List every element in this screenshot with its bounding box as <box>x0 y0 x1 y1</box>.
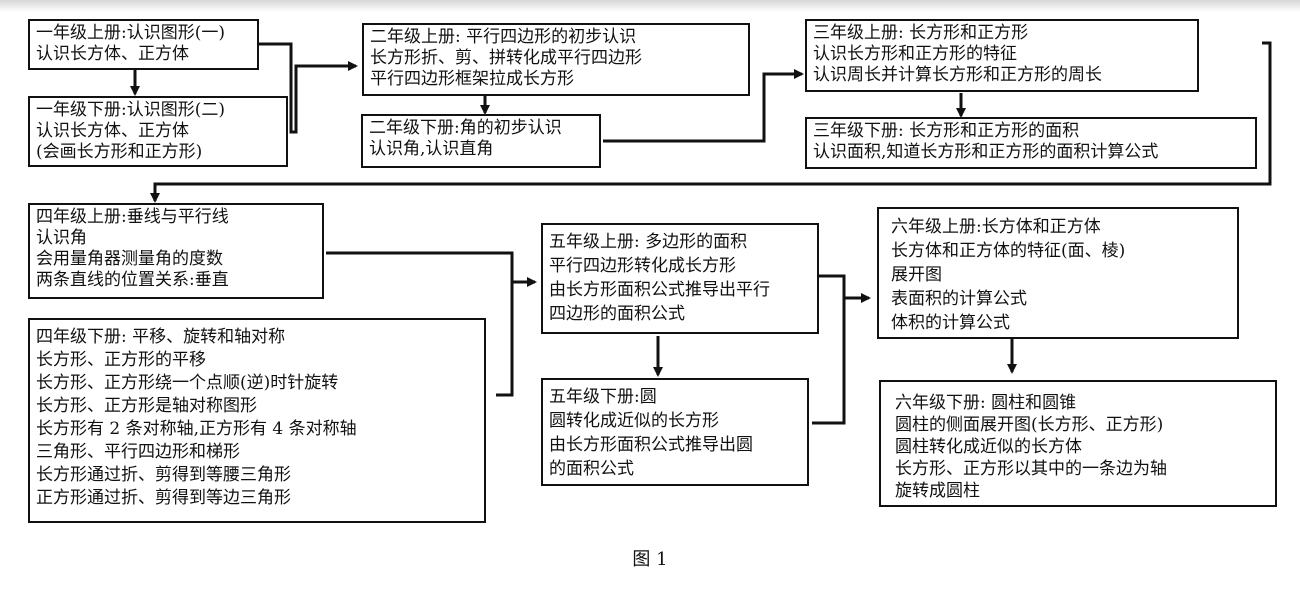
node-line: 体积的计算公式 <box>891 313 1010 333</box>
node-line: 三角形、平行四边形和梯形 <box>36 442 240 462</box>
node-line: 长方形通过折、剪得到等腰三角形 <box>36 465 291 485</box>
scan-top-band <box>0 0 1300 12</box>
node-line: 四年级上册:垂线与平行线 <box>36 207 229 227</box>
node-grade2-upper: 二年级上册: 平行四边形的初步认识 长方形折、剪、拼转化成平行四边形 平行四边形… <box>362 23 750 96</box>
node-line: 会用量角器测量角的度数 <box>36 249 223 269</box>
node-line: 平行四边形框架拉成长方形 <box>370 69 574 89</box>
node-line: 五年级下册:圆 <box>549 387 657 407</box>
node-line: 圆柱的侧面展开图(长方形、正方形) <box>895 415 1164 435</box>
node-line: 认识周长并计算长方形和正方形的周长 <box>813 65 1102 85</box>
node-line: 三年级下册: 长方形和正方形的面积 <box>813 121 1080 141</box>
node-line: 由长方形面积公式推导出平行 <box>549 280 770 300</box>
connector-g5b-to-g6 <box>812 298 846 425</box>
node-line: 长方体和正方体的特征(面、棱) <box>891 241 1126 261</box>
node-line: 长方形有 2 条对称轴,正方形有 4 条对称轴 <box>36 419 357 439</box>
connector-g5-to-g6a <box>819 274 871 303</box>
node-line: 的面积公式 <box>549 459 634 479</box>
node-grade4-lower: 四年级下册: 平移、旋转和轴对称 长方形、正方形的平移 长方形、正方形绕一个点顺… <box>28 318 486 523</box>
node-grade5-upper: 五年级上册: 多边形的面积 平行四边形转化成长方形 由长方形面积公式推导出平行 … <box>541 223 819 334</box>
node-line: 圆转化成近似的长方形 <box>549 411 719 431</box>
node-line: 长方形、正方形的平移 <box>36 350 206 370</box>
node-line: 认识长方体、正方体 <box>36 121 189 141</box>
node-line: 四边形的面积公式 <box>549 304 685 324</box>
node-grade2-lower: 二年级下册:角的初步认识 认识角,认识直角 <box>361 114 601 168</box>
node-grade1-lower: 一年级下册:认识图形(二) 认识长方体、正方体 (会画长方形和正方形) <box>28 96 288 167</box>
node-line: 由长方形面积公式推导出圆 <box>549 435 753 455</box>
connector-g3-to-g4a <box>150 41 1272 203</box>
node-grade6-upper: 六年级上册:长方体和正方体 长方体和正方体的特征(面、棱) 展开图 表面积的计算… <box>877 207 1239 339</box>
node-line: 五年级上册: 多边形的面积 <box>549 232 748 252</box>
node-line: 平行四边形转化成长方形 <box>549 256 736 276</box>
node-line: 长方形、正方形绕一个点顺(逆)时针旋转 <box>36 373 339 393</box>
connector-g2-to-g3a <box>603 69 804 143</box>
node-grade3-lower: 三年级下册: 长方形和正方形的面积 认识面积,知道长方形和正方形的面积计算公式 <box>805 117 1257 169</box>
node-grade1-upper: 一年级上册:认识图形(一) 认识长方体、正方体 <box>28 19 259 70</box>
node-line: 两条直线的位置关系:垂直 <box>36 270 229 290</box>
node-line: 三年级上册: 长方形和正方形 <box>813 23 1029 43</box>
connector-g4-to-g5a <box>326 251 514 397</box>
node-line: 认识长方形和正方形的特征 <box>813 44 1017 64</box>
node-line: 六年级上册:长方体和正方体 <box>891 217 1101 237</box>
node-line: 认识面积,知道长方形和正方形的面积计算公式 <box>813 142 1159 162</box>
node-grade4-upper: 四年级上册:垂线与平行线 认识角 会用量角器测量角的度数 两条直线的位置关系:垂… <box>28 203 324 299</box>
node-line: 认识角 <box>36 228 87 248</box>
node-line: 一年级下册:认识图形(二) <box>36 100 225 120</box>
node-line: 六年级下册: 圆柱和圆锥 <box>895 393 1077 413</box>
node-line: 正方形通过折、剪得到等边三角形 <box>36 488 291 508</box>
node-line: 圆柱转化成近似的长方体 <box>895 437 1082 457</box>
connector-g1-to-g2a <box>256 42 358 134</box>
node-line: 二年级上册: 平行四边形的初步认识 <box>370 27 637 47</box>
node-line: 长方形折、剪、拼转化成平行四边形 <box>370 48 642 68</box>
node-line: 长方形、正方形是轴对称图形 <box>36 396 257 416</box>
node-grade6-lower: 六年级下册: 圆柱和圆锥 圆柱的侧面展开图(长方形、正方形) 圆柱转化成近似的长… <box>879 380 1277 507</box>
node-line: 展开图 <box>891 265 942 285</box>
node-line: 认识角,认识直角 <box>369 139 494 159</box>
node-line: 长方形、正方形以其中的一条边为轴 <box>895 459 1167 479</box>
node-line: 二年级下册:角的初步认识 <box>369 118 562 138</box>
node-line: 表面积的计算公式 <box>891 289 1027 309</box>
node-grade5-lower: 五年级下册:圆 圆转化成近似的长方形 由长方形面积公式推导出圆 的面积公式 <box>541 378 809 486</box>
node-grade3-upper: 三年级上册: 长方形和正方形 认识长方形和正方形的特征 认识周长并计算长方形和正… <box>805 19 1199 92</box>
node-line: 旋转成圆柱 <box>895 481 980 501</box>
node-line: (会画长方形和正方形) <box>36 142 203 162</box>
node-line: 认识长方体、正方体 <box>36 44 189 64</box>
figure-caption: 图 1 <box>632 549 668 570</box>
node-line: 四年级下册: 平移、旋转和轴对称 <box>36 327 286 347</box>
node-line: 一年级上册:认识图形(一) <box>36 23 225 43</box>
